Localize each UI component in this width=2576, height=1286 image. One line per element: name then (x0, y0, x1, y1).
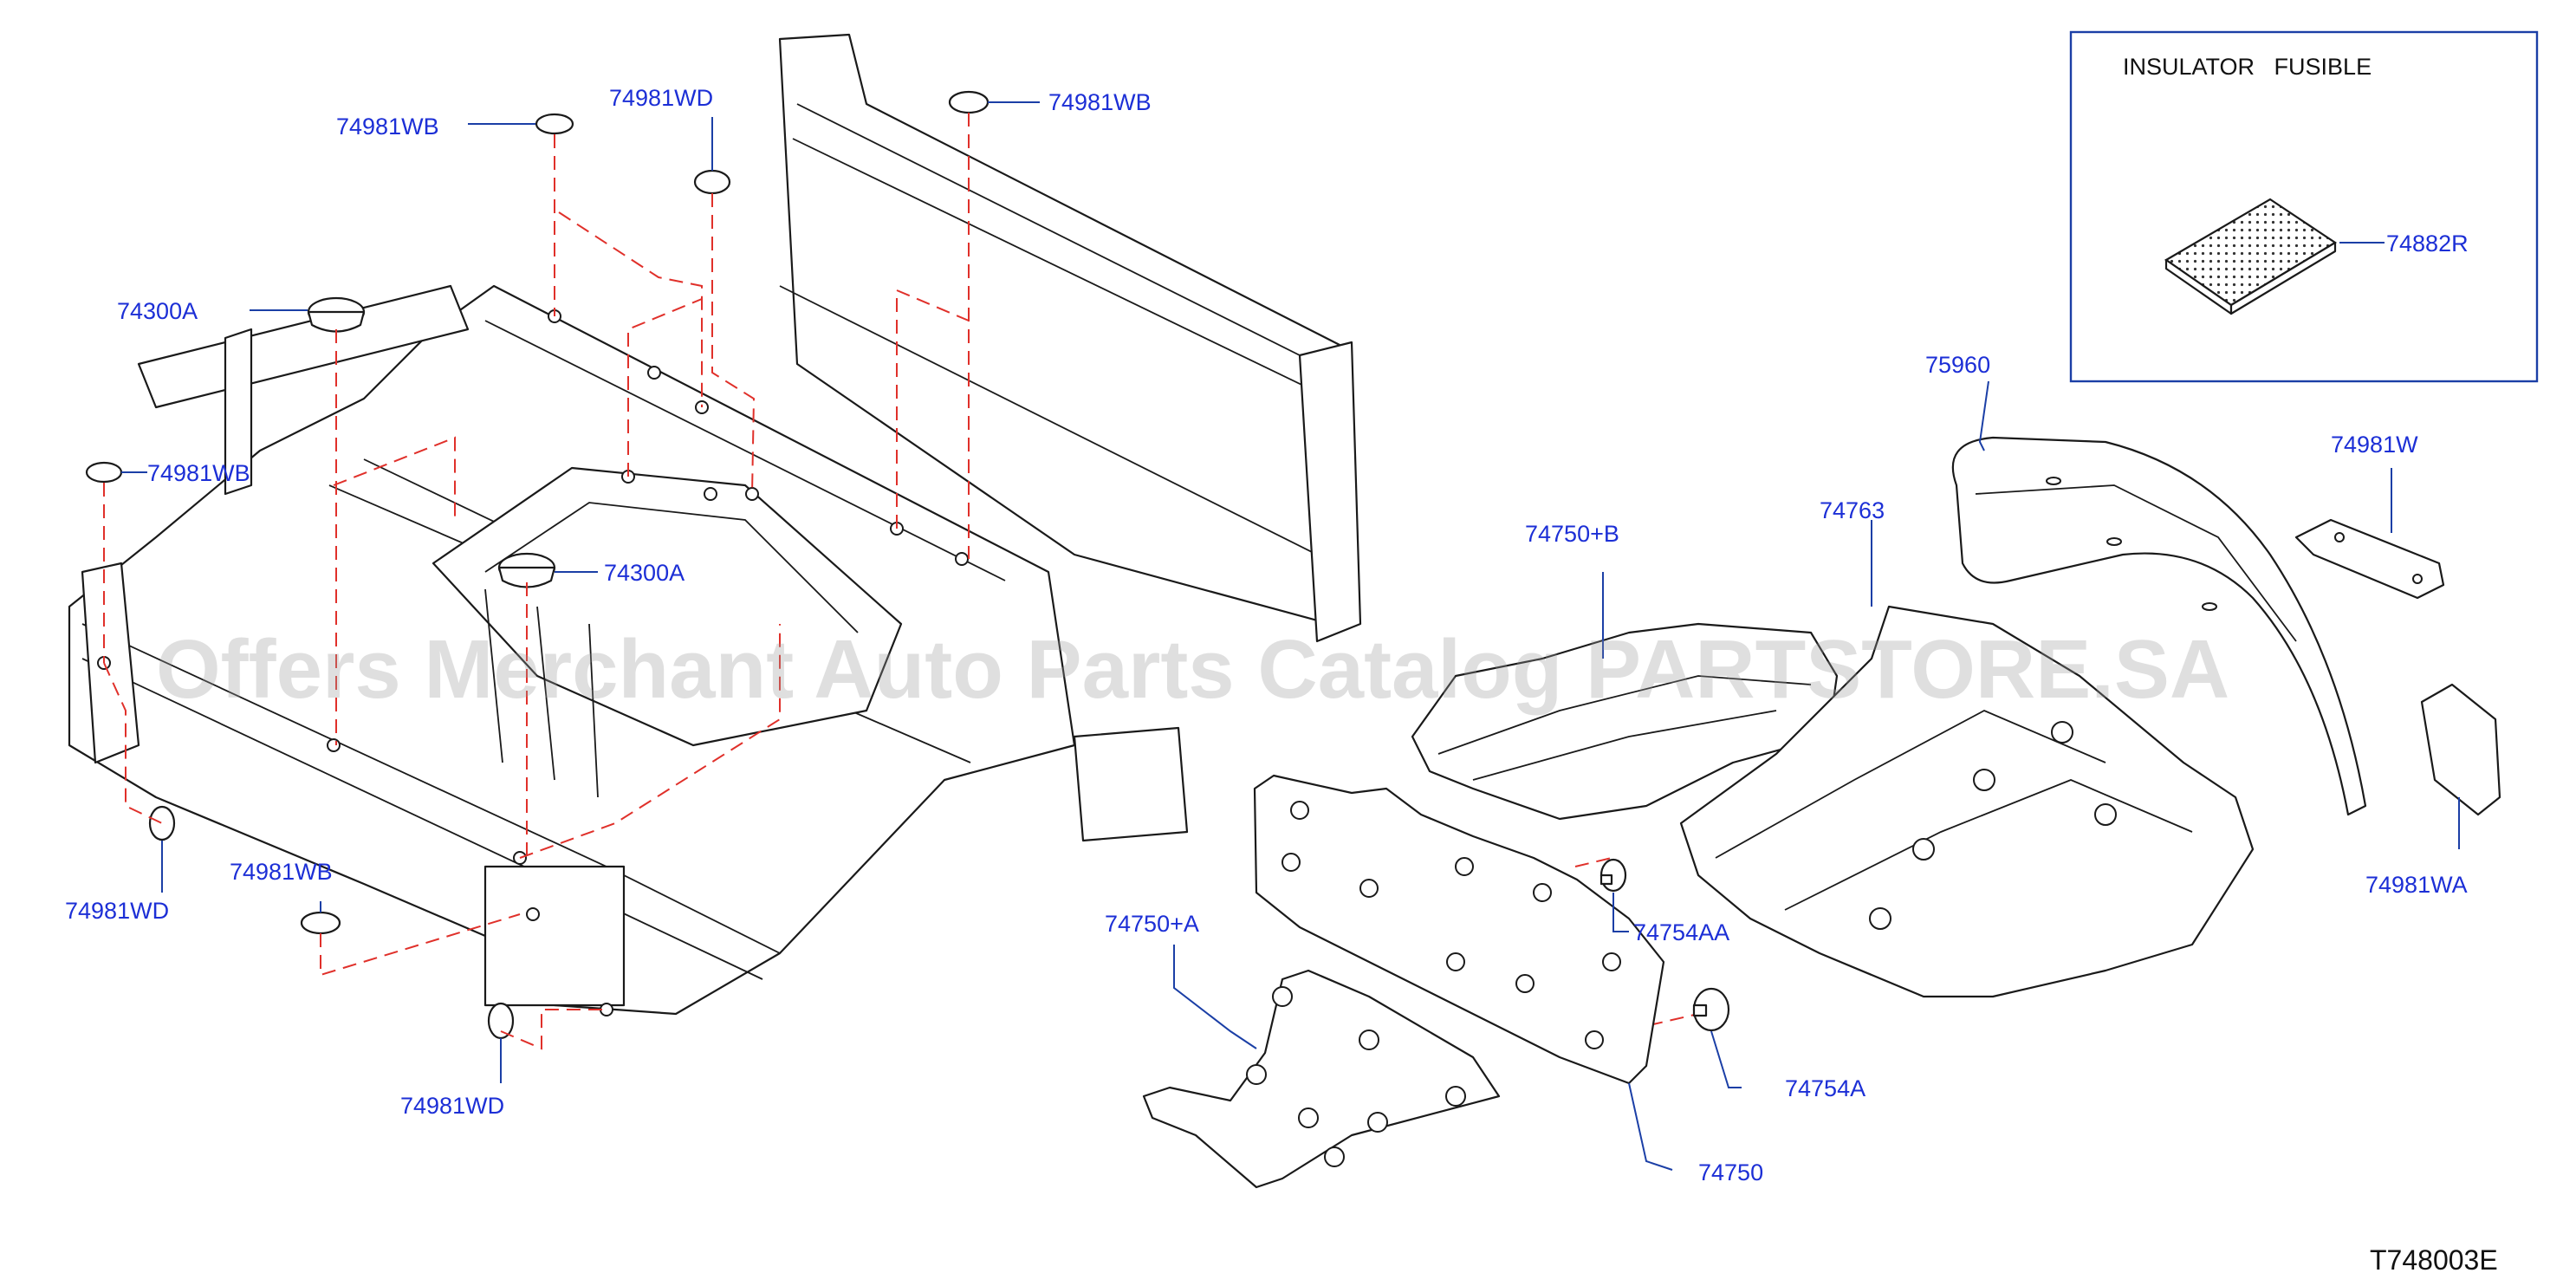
part-74981W (2294, 518, 2445, 600)
plug-74981WB-bottom (300, 911, 341, 935)
label-74300A-mid: 74300A (604, 560, 685, 586)
label-74981WA: 74981WA (2365, 872, 2468, 898)
label-74981WB-top: 74981WB (336, 114, 439, 140)
inset-title: INSULATOR FUSIBLE (2123, 54, 2372, 80)
body-floor-frame (68, 33, 1362, 1016)
leader-lines (121, 101, 2460, 1171)
label-74981W: 74981W (2331, 432, 2418, 458)
label-74981WB-left: 74981WB (147, 460, 250, 486)
clip-74300A-top (307, 296, 366, 333)
plug-74981WD-top (693, 169, 731, 195)
label-75960: 75960 (1925, 352, 1990, 378)
label-74750B: 74750+B (1525, 521, 1619, 547)
part-75960 (1951, 436, 2367, 816)
watermark: Offers Merchant Auto Parts Catalog PARTS… (156, 623, 2229, 716)
label-74750: 74750 (1698, 1159, 1763, 1185)
plug-74981WD-bottom (487, 1002, 515, 1040)
plugs (85, 90, 990, 1040)
plug-74981WB-left (85, 461, 123, 484)
label-74882R: 74882R (2386, 231, 2469, 257)
label-74750A: 74750+A (1105, 911, 1199, 937)
dashed-guides (103, 113, 1699, 1050)
part-74981WA (2420, 683, 2501, 816)
part-74750 (1253, 774, 1665, 1085)
label-74981WB-right: 74981WB (1048, 89, 1152, 115)
label-74300A-top: 74300A (117, 298, 198, 324)
plug-74981WB-right (948, 90, 990, 114)
fusible-pad (2164, 198, 2338, 307)
plug-74981WD-left (148, 805, 176, 841)
clip-74754A (1692, 987, 1730, 1032)
label-74981WD-bottom: 74981WD (400, 1093, 504, 1119)
part-labels: 74981WB 74981WD 74981WB 74300A 74981WB 7… (65, 85, 2468, 1185)
label-74754A: 74754A (1785, 1075, 1865, 1101)
plug-74981WB-top (535, 113, 574, 135)
part-74763 (1679, 605, 2255, 998)
label-74763: 74763 (1820, 497, 1885, 523)
inset-frame (2069, 30, 2539, 383)
label-74981WD-top: 74981WD (609, 85, 713, 111)
label-74981WD-left: 74981WD (65, 898, 169, 924)
clip-74754AA (1599, 858, 1627, 893)
label-74754AA: 74754AA (1633, 919, 1729, 945)
label-74981WB-bottom: 74981WB (230, 859, 333, 885)
clip-74300A-mid (497, 552, 556, 588)
inset-insulator-fusible: INSULATOR FUSIBLE 74882R (2069, 30, 2539, 383)
part-74750A (1142, 969, 1501, 1189)
diagram-code: T748003E (2370, 1244, 2498, 1276)
